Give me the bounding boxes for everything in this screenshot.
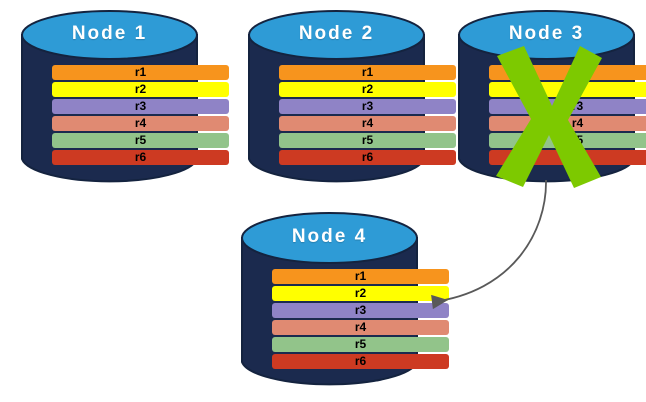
row-item-r6[interactable]: r6 [272,354,449,369]
row-item-r6[interactable]: r6 [52,150,229,165]
node-cylinder-node-2[interactable]: Node 2 r1 r2 r3 r4 r5 r6 [248,10,456,184]
row-item-r5[interactable]: r5 [52,133,229,148]
row-item-r1[interactable]: r1 [279,65,456,80]
row-item-r1[interactable]: r1 [272,269,449,284]
row-item-r3[interactable]: r3 [52,99,229,114]
row-stack: r1 r2 r3 r4 r5 r6 [248,65,487,167]
row-item-r5[interactable]: r5 [279,133,456,148]
row-item-r2[interactable]: r2 [279,82,456,97]
row-item-r5[interactable]: r5 [272,337,449,352]
row-item-r6[interactable]: r6 [279,150,456,165]
node-cylinder-node-1[interactable]: Node 1 r1 r2 r3 r4 r5 r6 [21,10,229,184]
row-item-r4[interactable]: r4 [52,116,229,131]
row-item-r2[interactable]: r2 [272,286,449,301]
row-item-r3[interactable]: r3 [279,99,456,114]
node-cylinder-node-4[interactable]: Node 4 r1 r2 r3 r4 r5 r6 [241,212,449,388]
row-stack: r1 r2 r3 r4 r5 r6 [241,269,480,371]
row-item-r1[interactable]: r1 [52,65,229,80]
row-item-r2[interactable]: r2 [52,82,229,97]
row-stack: r1 r2 r3 r4 r5 r6 [21,65,260,167]
row-item-r4[interactable]: r4 [279,116,456,131]
row-item-r4[interactable]: r4 [272,320,449,335]
node-cylinder-node-3[interactable]: Node 3 r1 r2 r3 r4 r5 r6 [458,10,646,188]
row-item-r3[interactable]: r3 [272,303,449,318]
failure-cross-mark [496,46,602,188]
